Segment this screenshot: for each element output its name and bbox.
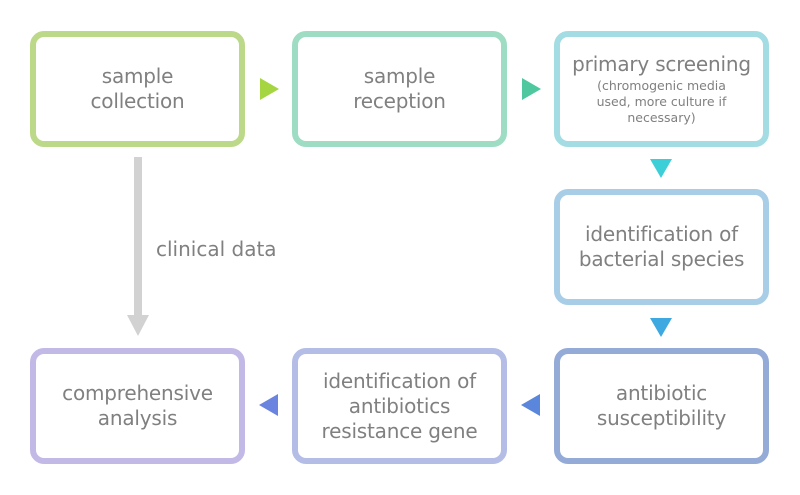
step-title: sample collection — [90, 64, 185, 113]
step-note: (chromogenic media used, more culture if… — [596, 78, 727, 125]
arrow-shaft — [134, 157, 142, 317]
step-title: identification of antibiotics resistance… — [321, 368, 478, 443]
right-arrow-icon — [522, 78, 541, 100]
step-primary-screening: primary screening (chromogenic media use… — [554, 31, 769, 147]
step-title: sample reception — [353, 64, 446, 113]
step-sample-collection: sample collection — [30, 31, 245, 147]
step-comprehensive-analysis: comprehensive analysis — [30, 348, 245, 464]
step-antibiotic-susceptibility: antibiotic susceptibility — [554, 348, 769, 464]
step-title: comprehensive analysis — [62, 381, 213, 430]
step-sample-reception: sample reception — [292, 31, 507, 147]
right-arrow-icon — [260, 78, 279, 100]
clinical-data-label: clinical data — [156, 237, 277, 261]
arrow-head-icon — [127, 315, 149, 336]
step-resistance-gene: identification of antibiotics resistance… — [292, 348, 507, 464]
down-arrow-icon — [650, 159, 672, 178]
left-arrow-icon — [259, 394, 278, 416]
step-title: primary screening — [572, 52, 751, 76]
step-title: antibiotic susceptibility — [596, 381, 727, 430]
down-arrow-icon — [650, 318, 672, 337]
step-identification-species: identification of bacterial species — [554, 189, 769, 305]
left-arrow-icon — [521, 394, 540, 416]
step-title: identification of bacterial species — [578, 222, 745, 271]
